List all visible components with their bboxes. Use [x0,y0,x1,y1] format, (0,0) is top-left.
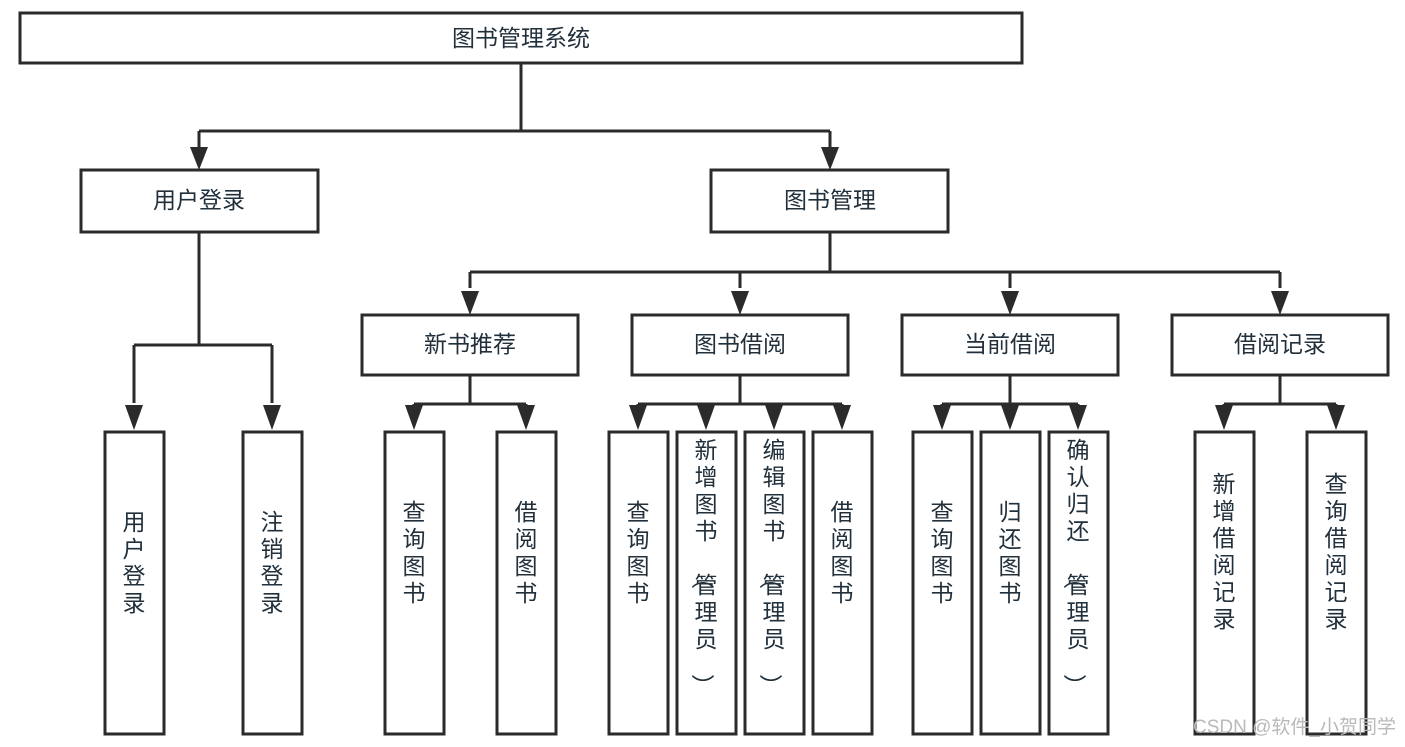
arrow-user-login-to-leaf-1 [125,405,143,430]
leaf-borrow-book-2-label: 借阅图书 [831,499,854,606]
leaf-query-book-1-box[interactable] [383,430,446,736]
current-borrow-label: 当前借阅 [964,331,1056,357]
user-login-box[interactable] [79,168,320,234]
node-leaf-user-login[interactable]: 用户登录 [103,430,166,736]
arrow-to-current-borrow [1001,291,1019,315]
leaf-query-record-box[interactable] [1305,430,1368,736]
borrow-record-label: 借阅记录 [1234,331,1326,357]
arrow-current-borrow-to-leaf-2 [1001,405,1019,430]
arrow-user-login-to-leaf-2 [263,405,281,430]
leaf-add-record-label: 新增借阅记录 [1213,471,1236,632]
node-leaf-add-record[interactable]: 新增借阅记录 [1193,430,1256,736]
book-management-label: 图书管理 [784,187,876,213]
node-book-borrow[interactable]: 图书借阅 [630,313,850,377]
leaf-query-book-3-box[interactable] [911,430,974,736]
leaf-return-book-box[interactable] [979,430,1042,736]
leaf-logout-login-label: 注销登录 [261,509,284,616]
book-borrow-label: 图书借阅 [694,331,786,357]
node-borrow-record[interactable]: 借阅记录 [1170,313,1390,377]
connector-book-borrow-stem [636,375,844,410]
book-management-box[interactable] [709,168,950,234]
arrow-to-borrow-record [1271,291,1289,315]
new-book-recommend-box[interactable] [360,313,580,377]
node-current-borrow[interactable]: 当前借阅 [900,313,1120,377]
leaf-query-book-2-box[interactable] [607,430,670,736]
connector-root-to-level2 [197,63,832,155]
node-leaf-add-book[interactable]: 新增图书（管理员） [675,430,738,736]
leaf-query-record-label: 查询借阅记录 [1325,471,1348,632]
leaf-borrow-book-1-label: 借阅图书 [515,499,538,606]
leaf-borrow-book-1-box[interactable] [495,430,558,736]
leaf-confirm-return-box[interactable] [1047,430,1110,736]
borrow-record-box[interactable] [1170,313,1390,377]
node-leaf-confirm-return[interactable]: 确认归还（管理员） [1047,430,1110,736]
node-leaf-logout-login[interactable]: 注销登录 [241,430,304,736]
node-leaf-query-book-1[interactable]: 查询图书 [383,430,446,736]
connector-borrow-record-stem [1222,375,1338,410]
leaf-return-book-label: 归还图书 [999,499,1022,606]
leaf-add-record-box[interactable] [1193,430,1256,736]
arrow-borrow-record-to-leaf-2 [1327,405,1345,430]
leaf-user-login-label: 用户登录 [123,509,146,616]
node-leaf-query-book-2[interactable]: 查询图书 [607,430,670,736]
arrow-book-borrow-to-leaf-2 [697,405,715,430]
leaf-logout-login-box[interactable] [241,430,304,736]
new-book-recommend-label: 新书推荐 [424,331,516,357]
leaf-edit-book-box[interactable] [743,430,806,736]
node-book-management[interactable]: 图书管理 [709,168,950,234]
arrow-root-to-user-login [190,147,208,170]
node-leaf-return-book[interactable]: 归还图书 [979,430,1042,736]
leaf-user-login-box[interactable] [103,430,166,736]
root-box[interactable] [18,11,1024,65]
arrow-new-book-recommend-to-leaf-2 [517,405,535,430]
arrow-to-new-book-recommend [461,291,479,315]
leaf-edit-book-label: 编辑图书（管理员） [758,437,786,697]
leaf-add-book-label: 新增图书（管理员） [690,437,718,697]
node-leaf-edit-book[interactable]: 编辑图书（管理员） [743,430,806,736]
leaf-add-book-box[interactable] [675,430,738,736]
node-leaf-query-record[interactable]: 查询借阅记录 [1305,430,1368,736]
leaf-query-book-1-label: 查询图书 [403,499,426,606]
arrow-book-borrow-to-leaf-3 [765,405,783,430]
node-leaf-borrow-book-2[interactable]: 借阅图书 [811,430,874,736]
node-new-book-recommend[interactable]: 新书推荐 [360,313,580,377]
current-borrow-box[interactable] [900,313,1120,377]
node-leaf-borrow-book-1[interactable]: 借阅图书 [495,430,558,736]
leaf-query-book-2-label: 查询图书 [627,499,650,606]
arrow-current-borrow-to-leaf-1 [933,405,951,430]
user-login-label: 用户登录 [153,187,245,213]
csdn-watermark: CSDN @软件_小贺同学 [1193,716,1396,738]
node-root[interactable]: 图书管理系统 [18,11,1024,65]
leaf-borrow-book-2-box[interactable] [811,430,874,736]
arrow-book-borrow-to-leaf-4 [833,405,851,430]
arrow-current-borrow-to-leaf-3 [1069,405,1087,430]
book-borrow-box[interactable] [630,313,850,377]
node-leaf-query-book-3[interactable]: 查询图书 [911,430,974,736]
arrow-root-to-book-management [821,147,839,170]
leaf-query-book-3-label: 查询图书 [931,499,954,606]
connector-layer [125,63,1345,430]
arrow-borrow-record-to-leaf-1 [1215,405,1233,430]
node-user-login[interactable]: 用户登录 [79,168,320,234]
arrow-to-book-borrow [731,291,749,315]
arrow-new-book-recommend-to-leaf-1 [405,405,423,430]
connector-book-management-stem [468,232,1282,288]
leaf-confirm-return-label: 确认归还（管理员） [1062,437,1090,697]
connector-current-borrow-stem [940,375,1080,410]
connector-new-book-recommend-stem [412,375,528,410]
connector-user-login-stem [132,232,274,403]
arrow-book-borrow-to-leaf-1 [629,405,647,430]
root-label: 图书管理系统 [452,25,590,51]
